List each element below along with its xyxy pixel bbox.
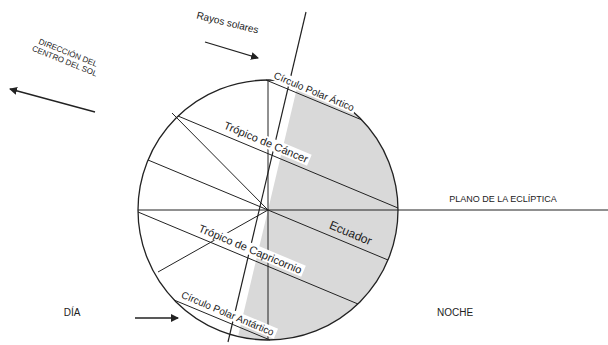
cancer-line xyxy=(178,116,398,208)
rays-arrow xyxy=(205,42,258,58)
ray-line xyxy=(158,210,268,272)
earth-axis xyxy=(228,12,306,342)
night-shade xyxy=(238,84,398,341)
night-label: NOCHE xyxy=(435,307,475,318)
ecliptic-label: PLANO DE LA ECLÍPTICA xyxy=(447,195,559,205)
sun-direction-label: DIRECCIÓN DEL CENTRO DEL SOL xyxy=(27,36,104,81)
rays-label: Rayos solares xyxy=(194,9,262,36)
capricorn-line xyxy=(138,212,358,304)
day-label: DÍA xyxy=(62,307,83,318)
sun-direction-arrow xyxy=(10,89,95,112)
ray-arrow xyxy=(135,317,178,318)
ecliptic-line xyxy=(138,210,608,211)
